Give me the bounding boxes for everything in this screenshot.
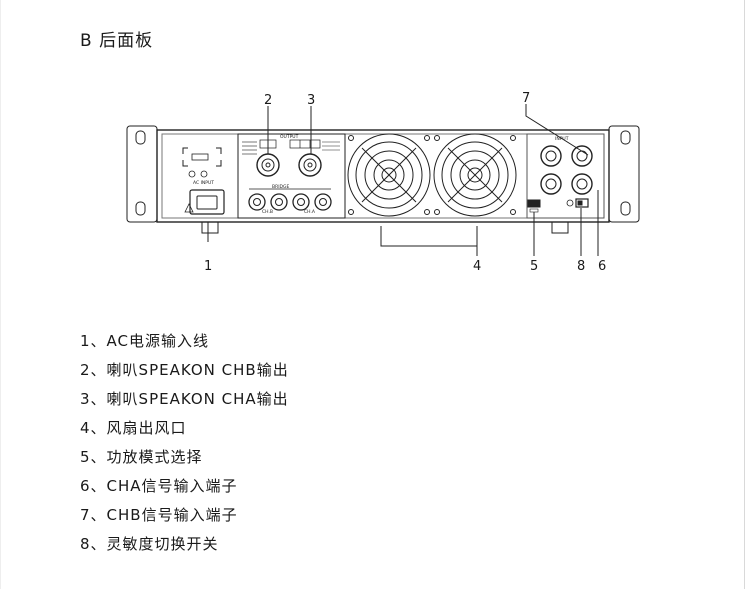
callout-5: 5 — [530, 259, 538, 274]
speakon-chb-connector — [256, 153, 280, 177]
callout-6: 6 — [598, 259, 606, 274]
speakon-cha-connector — [298, 153, 322, 177]
sensitivity-switch — [566, 198, 589, 208]
bridge-label: BRIDGE — [272, 184, 289, 190]
legend-item-4: 4、风扇出风口 — [80, 419, 187, 437]
output-spec-lines — [242, 141, 340, 155]
ac-power-section — [182, 147, 225, 215]
input-label: INPUT — [555, 136, 569, 142]
legend-item-5: 5、功放模式选择 — [80, 448, 203, 466]
xlr-input-connectors — [540, 145, 593, 195]
legend-item-6: 6、CHA信号输入端子 — [80, 477, 238, 495]
callout-leader-lines — [207, 104, 599, 256]
rear-panel-diagram: OUTPUT BRIDGE INPUT AC INPUT CH.B CH.A 1… — [126, 91, 640, 274]
foot-left — [201, 221, 219, 234]
callout-1: 1 — [204, 259, 212, 274]
output-section-frame — [237, 133, 346, 219]
legend-item-1: 1、AC电源输入线 — [80, 332, 210, 350]
callout-8: 8 — [577, 259, 585, 274]
binding-post-cha-label: CH.A — [304, 209, 316, 215]
binding-posts — [248, 188, 332, 211]
legend-item-7: 7、CHB信号输入端子 — [80, 506, 238, 524]
legend-item-8: 8、灵敏度切换开关 — [80, 535, 219, 553]
chassis-outline — [156, 129, 610, 223]
leader-7 — [525, 104, 589, 156]
page-title: B 后面板 — [80, 31, 154, 51]
rack-ear-right — [608, 125, 640, 223]
output-label: OUTPUT — [280, 134, 299, 140]
callout-7: 7 — [522, 91, 530, 106]
page-left-border — [0, 0, 1, 589]
callout-3: 3 — [307, 93, 315, 108]
fan-grill-left — [347, 133, 431, 217]
ac-input-label: AC INPUT — [193, 180, 214, 186]
foot-right — [551, 221, 569, 234]
legend-item-2: 2、喇叭SPEAKON CHB输出 — [80, 361, 289, 379]
component-legend: 1、AC电源输入线 2、喇叭SPEAKON CHB输出 3、喇叭SPEAKON … — [80, 331, 289, 563]
leader-4 — [380, 226, 478, 256]
callout-2: 2 — [264, 93, 272, 108]
legend-item-3: 3、喇叭SPEAKON CHA输出 — [80, 390, 289, 408]
rear-panel-drawing: OUTPUT BRIDGE INPUT AC INPUT CH.B CH.A 1… — [126, 91, 640, 274]
fan-grill-right — [433, 133, 517, 217]
mode-select-switch — [527, 199, 541, 213]
page-right-border — [744, 0, 745, 589]
rack-ear-left — [126, 125, 158, 223]
input-section-frame — [526, 133, 605, 219]
binding-post-chb-label: CH.B — [262, 209, 273, 215]
callout-4: 4 — [473, 259, 481, 274]
